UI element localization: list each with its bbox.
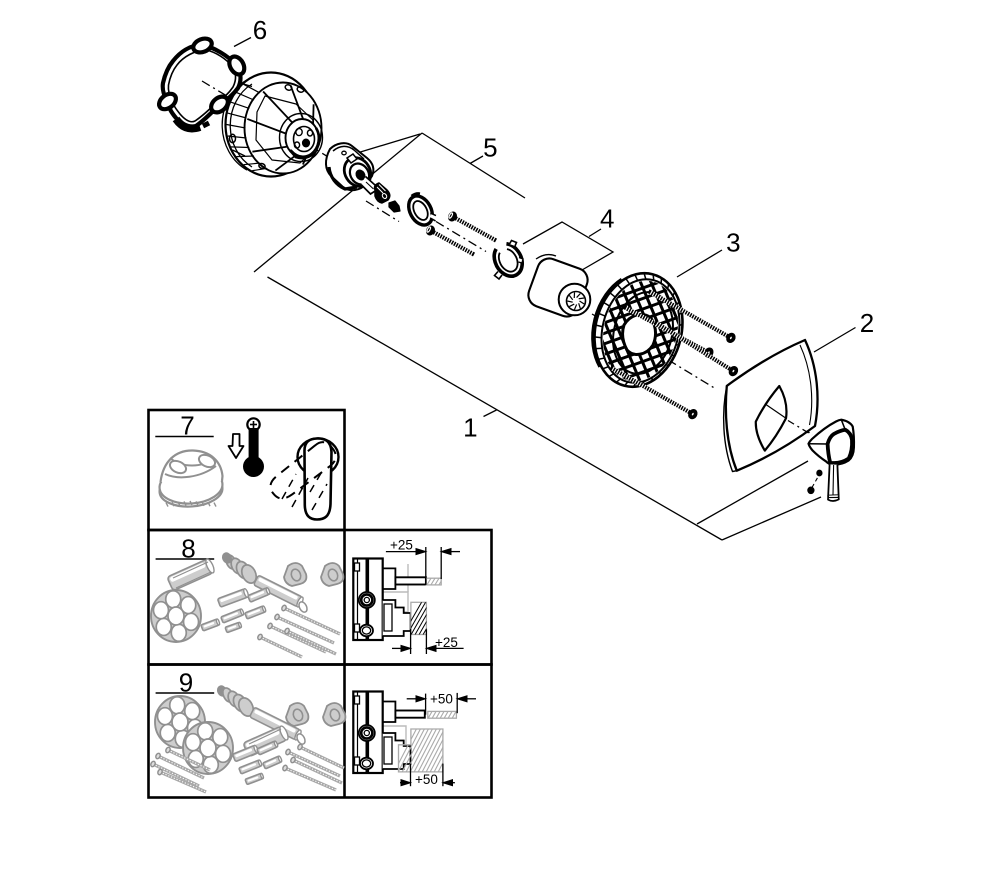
svg-text:1: 1 [463,412,477,442]
svg-text:+50: +50 [430,692,453,707]
svg-text:+25: +25 [435,635,458,650]
svg-text:+25: +25 [390,538,413,553]
svg-text:+50: +50 [415,772,438,787]
svg-text:3: 3 [726,227,740,257]
svg-text:7: 7 [180,411,194,441]
svg-text:6: 6 [253,15,267,45]
svg-text:4: 4 [600,204,614,234]
svg-text:8: 8 [181,534,195,564]
svg-text:5: 5 [483,133,497,163]
svg-text:9: 9 [179,668,193,698]
svg-text:2: 2 [860,308,874,338]
